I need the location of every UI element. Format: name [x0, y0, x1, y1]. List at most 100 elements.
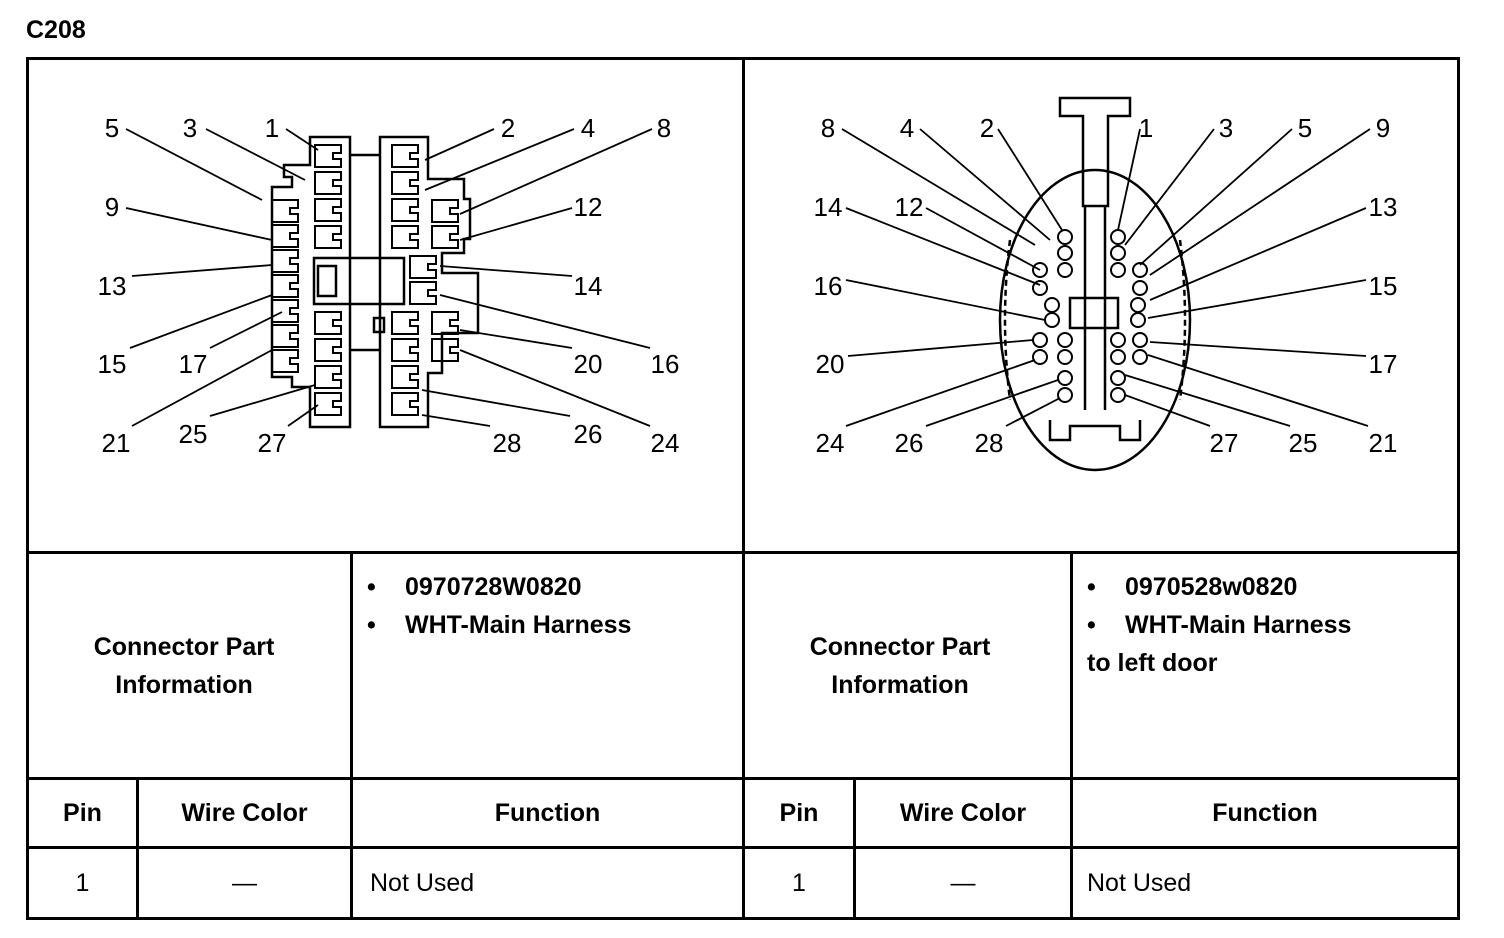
right-pin-cavity: [1032, 262, 1048, 278]
left-pin-cavity: [271, 299, 299, 323]
right-part-info: •0970528w0820 •WHT-Main Harness to left …: [1087, 568, 1457, 682]
left-pin-leader: [131, 349, 273, 427]
left-pin-cavity: [431, 199, 459, 223]
left-pin-cavity: [271, 199, 299, 223]
right-info-label: Connector Part Information: [809, 632, 991, 699]
left-pin-leader: [424, 128, 495, 161]
left-pin-cavity: [314, 365, 342, 389]
left-pin-label: 17: [179, 349, 208, 379]
left-pin-label: 25: [179, 419, 208, 449]
right-pin-label: 25: [1289, 428, 1318, 458]
left-housing-b: [378, 135, 480, 429]
left-key: [372, 316, 386, 334]
left-row-wire: —: [232, 868, 257, 897]
right-pin-cavity: [1130, 297, 1146, 313]
right-pin-cavity: [1057, 262, 1073, 278]
right-pin-label: 28: [975, 428, 1004, 458]
left-pin-cavity: [271, 324, 299, 348]
right-pin-leader: [1149, 207, 1367, 301]
left-pin-cavity: [271, 249, 299, 273]
left-pin-label: 21: [102, 428, 131, 458]
right-pin-label: 24: [816, 428, 845, 458]
right-pin-cavity: [1130, 312, 1146, 328]
right-pin-label: 20: [816, 349, 845, 379]
left-pin-leader: [439, 265, 573, 277]
right-pin-leader: [845, 279, 1046, 321]
right-pin-leader: [1149, 128, 1371, 276]
right-pin-leader: [845, 207, 1041, 286]
left-pin-label: 15: [98, 349, 127, 379]
right-pin-leader: [1149, 341, 1367, 357]
left-pin-leader: [424, 128, 575, 191]
right-pin-leader: [997, 128, 1063, 231]
right-pin-cavity: [1044, 312, 1060, 328]
left-pin-label: 12: [574, 192, 603, 222]
right-header-pin: Pin: [779, 799, 819, 827]
right-pin-cavity: [1057, 229, 1073, 245]
right-row-pin: 1: [792, 868, 806, 897]
right-pin-cavity: [1057, 370, 1073, 386]
left-pin-label: 4: [581, 113, 595, 143]
left-pin-cavity: [314, 144, 342, 168]
left-part-number: 0970728W0820: [405, 573, 582, 601]
right-pin-leader: [1147, 354, 1369, 427]
right-pin-cavity: [1110, 370, 1126, 386]
left-pin-leader: [439, 294, 651, 349]
left-pin-label: 27: [258, 428, 287, 458]
right-pin-label: 9: [1376, 113, 1390, 143]
right-pin-cavity: [1132, 349, 1148, 365]
right-pin-cavity: [1110, 332, 1126, 348]
right-locking-tab: [1058, 96, 1132, 208]
left-pin-leader: [125, 128, 263, 201]
right-housing-outer: [998, 168, 1192, 472]
divider-left-pin: [136, 777, 139, 917]
left-pin-cavity: [314, 198, 342, 222]
left-part-info: •0970728W0820 •WHT-Main Harness: [367, 573, 632, 639]
right-pin-leader: [841, 128, 1036, 246]
right-pin-leader: [847, 339, 1034, 357]
right-pin-leader: [1124, 128, 1215, 246]
right-pin-label: 26: [895, 428, 924, 458]
left-pin-cavity: [391, 392, 419, 416]
left-pin-leader: [421, 414, 491, 427]
left-pin-label: 5: [105, 113, 119, 143]
left-pin-cavity: [391, 311, 419, 335]
right-pin-label: 1: [1139, 113, 1153, 143]
right-pin-cavity: [1110, 229, 1126, 245]
left-pin-label: 16: [651, 349, 680, 379]
left-row-pin: 1: [75, 868, 90, 897]
left-pin-leader: [459, 349, 651, 427]
right-pin-label: 5: [1298, 113, 1312, 143]
left-pin-cavity: [271, 224, 299, 248]
right-pin-cavity: [1132, 262, 1148, 278]
right-pin-label: 27: [1210, 428, 1239, 458]
right-pin-cavity: [1110, 245, 1126, 261]
left-pin-cavity: [314, 171, 342, 195]
right-pin-cavity: [1132, 332, 1148, 348]
right-pin-cavity: [1057, 387, 1073, 403]
left-pin-cavity: [431, 338, 459, 362]
right-pin-cavity: [1110, 262, 1126, 278]
right-header-function: Function: [1212, 799, 1318, 827]
left-pin-label: 3: [183, 113, 197, 143]
divider-left-info: [350, 551, 353, 917]
left-pin-label: 28: [493, 428, 522, 458]
right-pin-cavity: [1032, 280, 1048, 296]
left-pin-leader: [459, 207, 573, 241]
right-pin-cavity: [1044, 297, 1060, 313]
left-pin-label: 24: [651, 428, 680, 458]
right-pin-leader: [1005, 397, 1061, 427]
right-pin-leader: [925, 379, 1059, 427]
left-pin-cavity: [271, 274, 299, 298]
right-pin-leader: [925, 207, 1041, 271]
left-info-label: Connector Part Information: [93, 632, 275, 699]
left-pin-label: 13: [98, 271, 127, 301]
right-pin-cavity: [1110, 387, 1126, 403]
left-pin-cavity: [271, 349, 299, 373]
left-center-block: [312, 256, 406, 306]
divider-info: [29, 777, 1457, 780]
right-part-desc2: to left door: [1087, 649, 1218, 677]
right-pin-leader: [845, 359, 1036, 427]
